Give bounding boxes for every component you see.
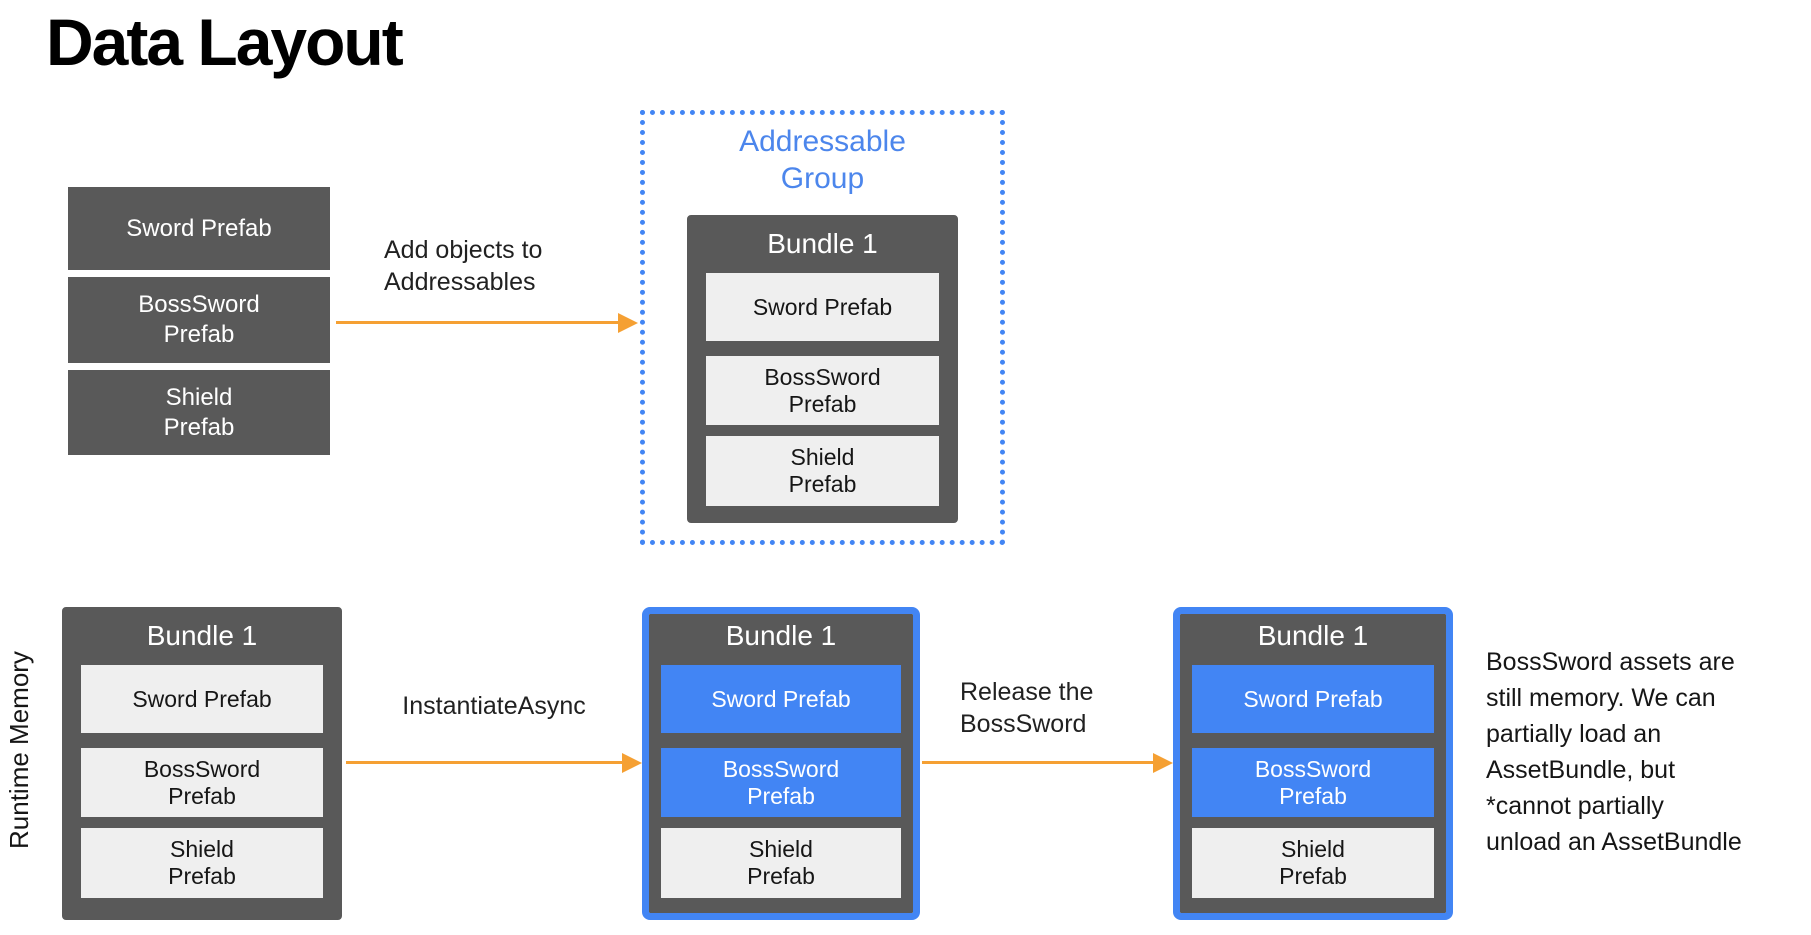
- memory-note: BossSword assets are still memory. We ca…: [1486, 648, 1742, 856]
- bundle-title: Bundle 1: [1257, 620, 1369, 651]
- source-box-sword-prefab: Sword Prefab: [68, 187, 330, 270]
- arrow-head-icon: [618, 313, 638, 333]
- bundle-title: Bundle 1: [725, 620, 837, 651]
- add-objects-arrow: [336, 313, 638, 333]
- arrow-line: [336, 321, 622, 324]
- bundle-title: Bundle 1: [146, 620, 258, 651]
- bundle-addressable-group: Bundle 1 Sword Prefab BossSword Prefab S…: [687, 215, 958, 523]
- instantiate-async-arrow: [346, 753, 642, 773]
- bundle-item-shield-prefab: Shield Prefab: [706, 436, 939, 506]
- bundle-title: Bundle 1: [767, 228, 878, 259]
- bundle-runtime-loaded: Bundle 1 Sword Prefab BossSword Prefab S…: [62, 607, 342, 920]
- runtime-memory-label: Runtime Memory: [4, 651, 34, 849]
- bundle-runtime-released: Bundle 1 Sword Prefab BossSword Prefab S…: [1173, 607, 1453, 920]
- bundle-item-shield-prefab: Shield Prefab: [1192, 828, 1434, 898]
- bundle-item-sword-prefab: Sword Prefab: [81, 665, 323, 733]
- arrow-head-icon: [1153, 753, 1173, 773]
- source-box-bosssword-prefab: BossSword Prefab: [68, 277, 330, 363]
- bundle-item-shield-prefab: Shield Prefab: [661, 828, 901, 898]
- bundle-item-bosssword-prefab-active: BossSword Prefab: [1192, 748, 1434, 817]
- release-bosssword-label: Release the BossSword: [960, 678, 1094, 738]
- bundle-item-sword-prefab-active: Sword Prefab: [1192, 665, 1434, 733]
- page-title: Data Layout: [46, 5, 404, 79]
- instantiate-async-label: InstantiateAsync: [402, 692, 586, 720]
- addressable-group-title: Addressable Group: [739, 125, 906, 195]
- arrow-line: [346, 761, 626, 764]
- bundle-item-shield-prefab: Shield Prefab: [81, 828, 323, 898]
- addressable-group-box: Addressable Group Bundle 1 Sword Prefab …: [640, 110, 1005, 545]
- release-bosssword-arrow: [922, 753, 1173, 773]
- arrow-line: [922, 761, 1157, 764]
- source-box-shield-prefab: Shield Prefab: [68, 370, 330, 455]
- bundle-runtime-instantiated: Bundle 1 Sword Prefab BossSword Prefab S…: [642, 607, 920, 920]
- arrow-head-icon: [622, 753, 642, 773]
- bundle-item-bosssword-prefab: BossSword Prefab: [81, 748, 323, 817]
- add-objects-label: Add objects to Addressables: [384, 236, 543, 296]
- bundle-item-sword-prefab-active: Sword Prefab: [661, 665, 901, 733]
- bundle-item-bosssword-prefab-active: BossSword Prefab: [661, 748, 901, 817]
- bundle-item-bosssword-prefab: BossSword Prefab: [706, 356, 939, 425]
- bundle-item-sword-prefab: Sword Prefab: [706, 273, 939, 341]
